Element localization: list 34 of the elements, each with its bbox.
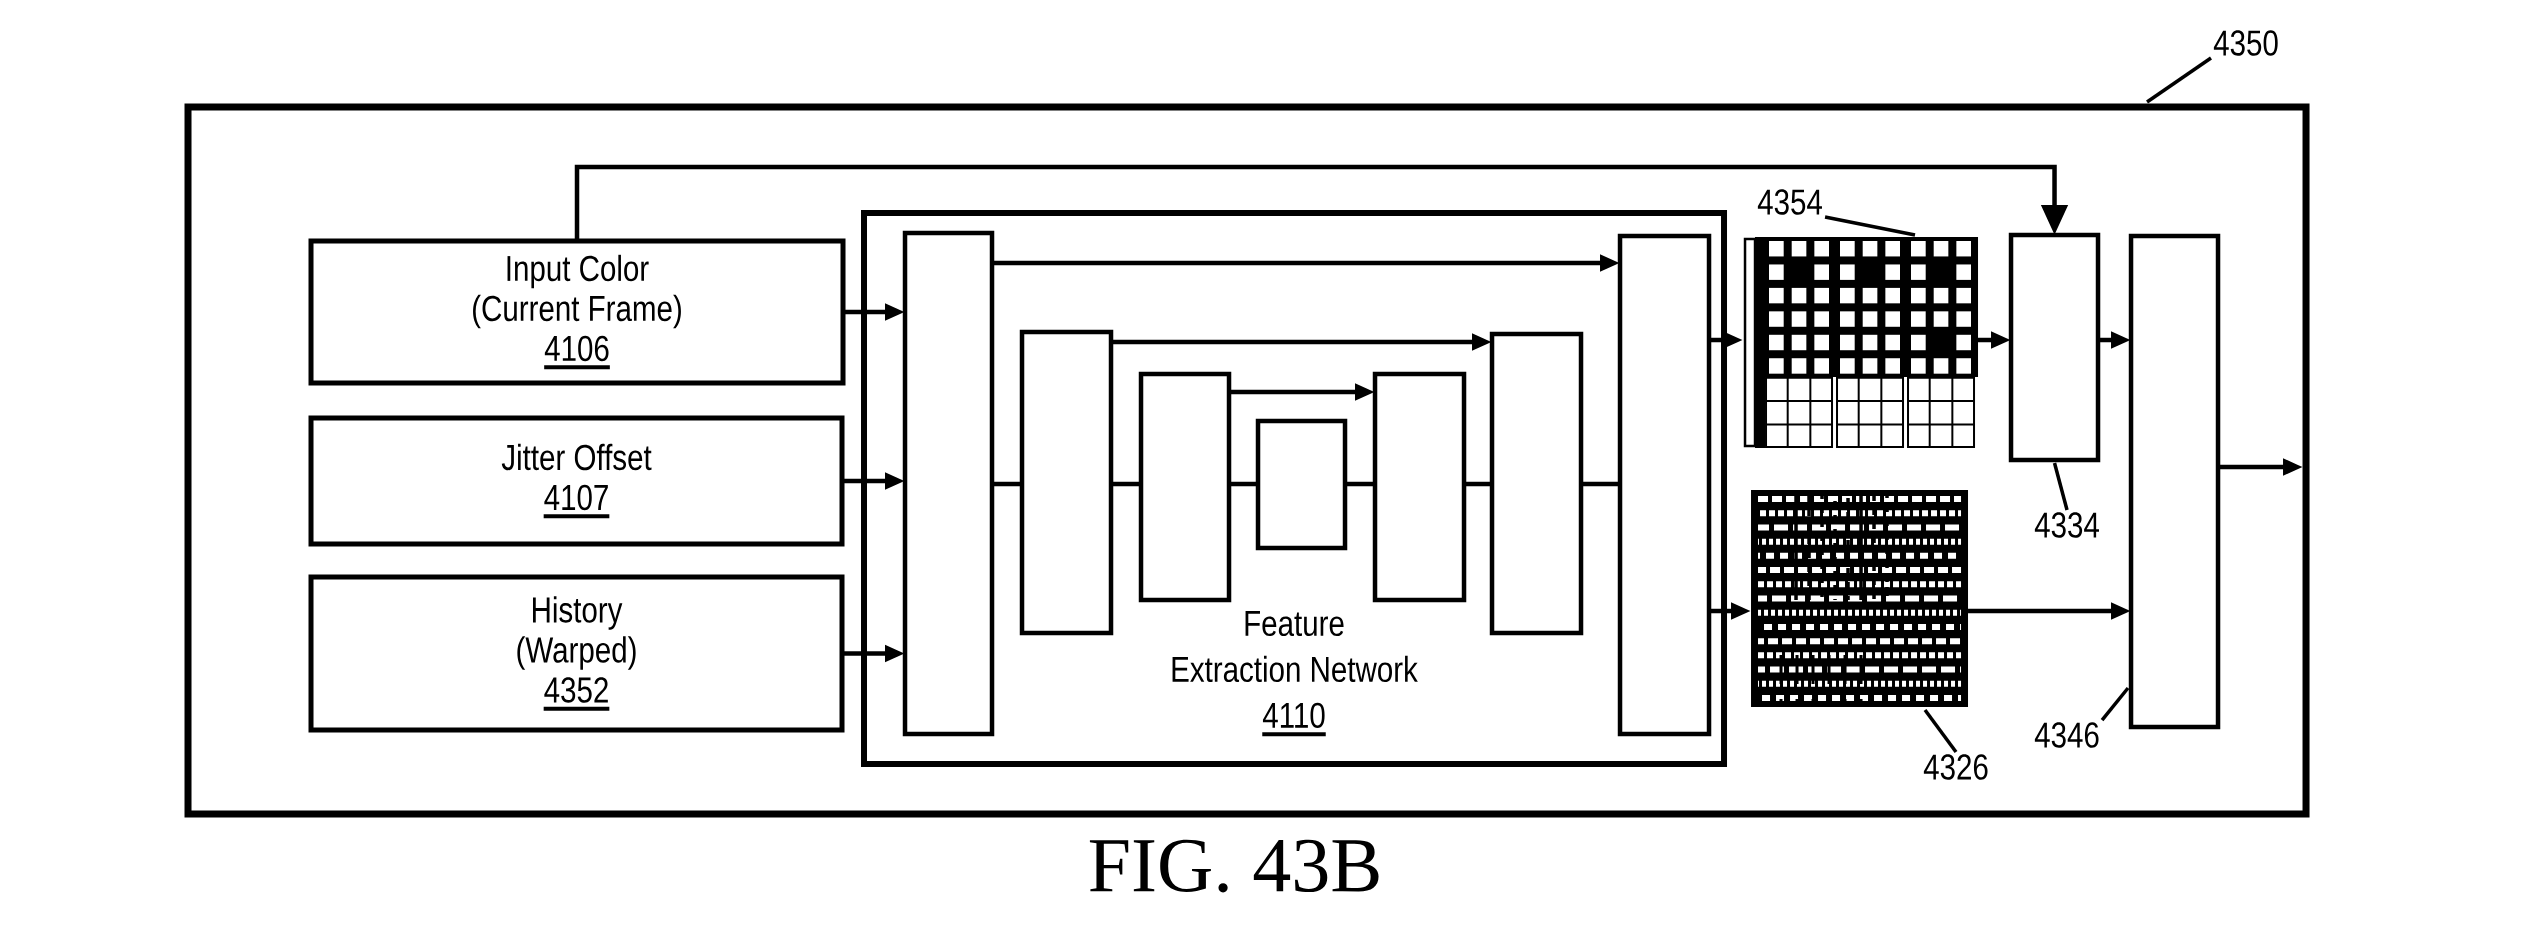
network-box: Feature Extraction Network 4110 xyxy=(861,210,1727,767)
leader-line xyxy=(1923,708,1958,754)
reference-number: 4354 xyxy=(1757,189,1822,215)
connector-line xyxy=(1345,481,1375,487)
process-box xyxy=(2008,232,2101,463)
leader-line xyxy=(2146,56,2212,104)
connector-line xyxy=(1464,481,1492,487)
reference-number: 4334 xyxy=(2034,512,2099,538)
reference-number: 4346 xyxy=(2034,722,2099,748)
layer-box xyxy=(1372,371,1467,603)
process-box xyxy=(2128,233,2221,730)
leader-line xyxy=(2052,462,2069,511)
input-box: Input Color (Current Frame) 4106 xyxy=(308,238,846,386)
input-box: Jitter Offset 4107 xyxy=(308,415,845,547)
input-box: History (Warped) 4352 xyxy=(308,574,845,733)
layer-box xyxy=(1255,418,1348,551)
layer-box xyxy=(1489,331,1584,636)
layer-box xyxy=(1617,233,1712,737)
connector-line xyxy=(1581,481,1620,487)
connector-line xyxy=(1229,481,1258,487)
leader-line xyxy=(2100,686,2130,722)
leader-line xyxy=(1824,215,1916,237)
connector-line xyxy=(1111,481,1141,487)
frame-box xyxy=(184,103,2310,818)
arrow xyxy=(574,164,2069,241)
connector-line xyxy=(992,481,1022,487)
figure-caption: FIG. 43B xyxy=(1089,839,1379,893)
reference-number: 4326 xyxy=(1923,754,1988,780)
layer-box xyxy=(1138,371,1232,603)
grid-image xyxy=(1743,237,1978,448)
reference-number: 4350 xyxy=(2213,30,2278,56)
texture-image xyxy=(1751,490,1968,707)
layer-box xyxy=(902,230,995,737)
layer-box xyxy=(1019,329,1114,636)
